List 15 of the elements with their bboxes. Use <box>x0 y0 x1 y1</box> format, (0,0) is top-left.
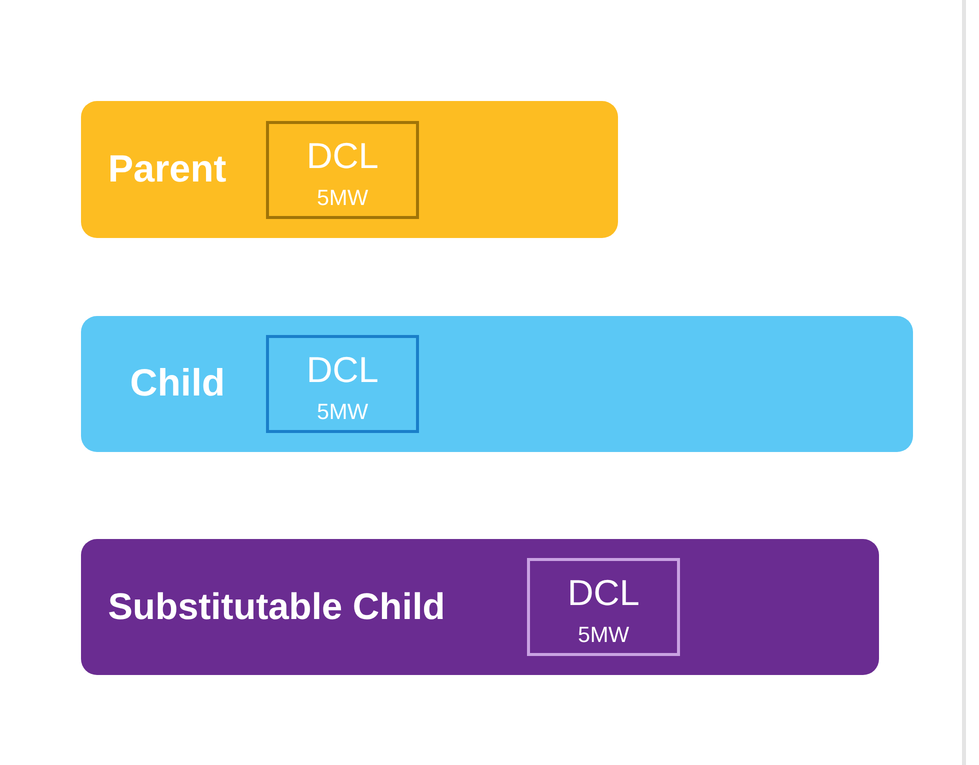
category-band <box>81 316 913 452</box>
unit-box <box>266 121 419 219</box>
category-label: Substitutable Child <box>108 586 446 628</box>
unit-code: DCL <box>566 573 641 613</box>
unit-capacity: 5MW <box>316 186 370 210</box>
unit-code: DCL <box>305 136 380 176</box>
category-band <box>81 539 879 675</box>
unit-capacity: 5MW <box>576 623 630 647</box>
category-band <box>81 101 618 238</box>
unit-capacity: 5MW <box>316 400 370 424</box>
unit-code: DCL <box>305 350 380 390</box>
unit-box <box>527 558 680 656</box>
category-label: Child <box>130 362 225 406</box>
unit-box <box>266 335 419 433</box>
category-label: Parent <box>108 148 226 191</box>
